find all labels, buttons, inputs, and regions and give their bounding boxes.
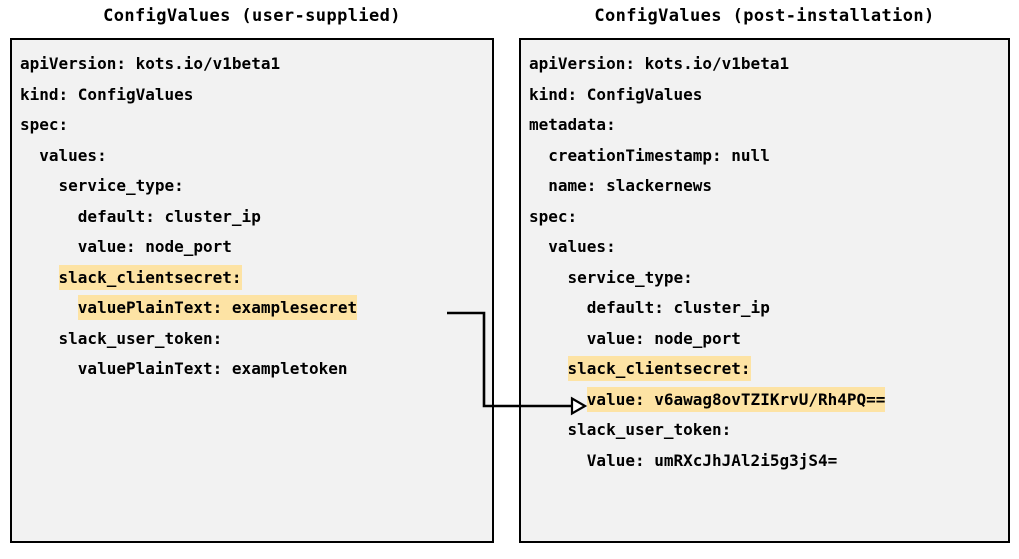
code-line: spec: [20, 110, 492, 141]
code-line: default: cluster_ip [529, 293, 1008, 324]
code-indent [20, 359, 78, 378]
code-text: kind: ConfigValues [529, 84, 703, 104]
code-line: valuePlainText: examplesecret [20, 293, 492, 324]
code-indent [20, 329, 59, 348]
code-line: slack_clientsecret: [20, 263, 492, 294]
code-line: name: slackernews [529, 171, 1008, 202]
code-indent [20, 237, 78, 256]
panel-post-installation: ConfigValues (post-installation) apiVers… [519, 6, 1010, 543]
code-line: values: [20, 141, 492, 172]
code-lines-post-installation: apiVersion: kots.io/v1beta1 kind: ConfigV… [529, 49, 1008, 476]
code-indent [20, 146, 39, 165]
code-line: Value: umRXcJhJAl2i5g3jS4= [529, 446, 1008, 477]
code-text: values: [39, 145, 107, 165]
code-line: spec: [529, 202, 1008, 233]
code-indent [529, 298, 587, 317]
code-line: value: node_port [529, 324, 1008, 355]
code-indent [529, 146, 548, 165]
code-text: name: slackernews [548, 176, 713, 195]
code-text: value: node_port [586, 328, 741, 348]
code-text: apiVersion: kots.io/v1beta1 [20, 54, 281, 73]
code-lines-user-supplied: apiVersion: kots.io/v1beta1 kind: ConfigV… [20, 49, 492, 385]
code-text-highlighted: valuePlainText: examplesecret [77, 295, 358, 320]
code-text: slack_user_token: [567, 420, 732, 439]
code-text: kind: ConfigValues [20, 84, 194, 104]
code-text: metadata: [529, 115, 616, 134]
code-text: valuePlainText: exampletoken [77, 359, 348, 378]
code-text: value: node_port [77, 237, 232, 256]
code-line: creationTimestamp: null [529, 141, 1008, 172]
code-indent [529, 176, 548, 195]
code-line: valuePlainText: exampletoken [20, 354, 492, 385]
code-line: apiVersion: kots.io/v1beta1 [529, 49, 1008, 80]
code-line: slack_clientsecret: [529, 354, 1008, 385]
code-text: spec: [20, 115, 69, 134]
code-line: service_type: [529, 263, 1008, 294]
code-text: default: cluster_ip [77, 206, 261, 226]
code-text: default: cluster_ip [586, 298, 770, 317]
code-text: values: [548, 237, 616, 256]
code-text-highlighted: slack_clientsecret: [58, 264, 242, 290]
code-line: slack_user_token: [529, 415, 1008, 446]
code-line: metadata: [529, 110, 1008, 141]
code-text-highlighted: value: v6awag8ovTZIKrvU/Rh4PQ== [586, 386, 886, 412]
code-line: kind: ConfigValues [20, 80, 492, 111]
code-indent [20, 298, 78, 317]
panel-title-user-supplied: ConfigValues (user-supplied) [103, 6, 401, 26]
code-text: creationTimestamp: null [548, 145, 770, 165]
code-line: slack_user_token: [20, 324, 492, 355]
code-indent [529, 268, 568, 287]
code-indent [20, 176, 59, 195]
code-indent [529, 237, 548, 256]
code-indent [529, 451, 587, 470]
code-line: default: cluster_ip [20, 202, 492, 233]
code-indent [529, 359, 568, 378]
panel-user-supplied: ConfigValues (user-supplied) apiVersion:… [10, 6, 494, 543]
code-text: service_type: [567, 267, 693, 287]
code-text: spec: [529, 206, 578, 226]
code-line: service_type: [20, 171, 492, 202]
code-text: slack_user_token: [58, 328, 223, 348]
code-indent [20, 207, 78, 226]
code-indent [529, 390, 587, 409]
code-indent [20, 268, 59, 287]
code-line: apiVersion: kots.io/v1beta1 [20, 49, 492, 80]
code-line: kind: ConfigValues [529, 80, 1008, 111]
code-text: apiVersion: kots.io/v1beta1 [529, 54, 790, 73]
code-indent [529, 329, 587, 348]
code-text: service_type: [58, 176, 184, 195]
code-box-user-supplied: apiVersion: kots.io/v1beta1 kind: ConfigV… [10, 38, 494, 543]
panel-title-post-installation: ConfigValues (post-installation) [594, 6, 935, 26]
code-box-post-installation: apiVersion: kots.io/v1beta1 kind: ConfigV… [519, 38, 1010, 543]
code-line: value: v6awag8ovTZIKrvU/Rh4PQ== [529, 385, 1008, 416]
code-text: Value: umRXcJhJAl2i5g3jS4= [586, 450, 838, 470]
code-line: values: [529, 232, 1008, 263]
code-text-highlighted: slack_clientsecret: [567, 356, 751, 381]
code-line: value: node_port [20, 232, 492, 263]
code-indent [529, 420, 568, 439]
